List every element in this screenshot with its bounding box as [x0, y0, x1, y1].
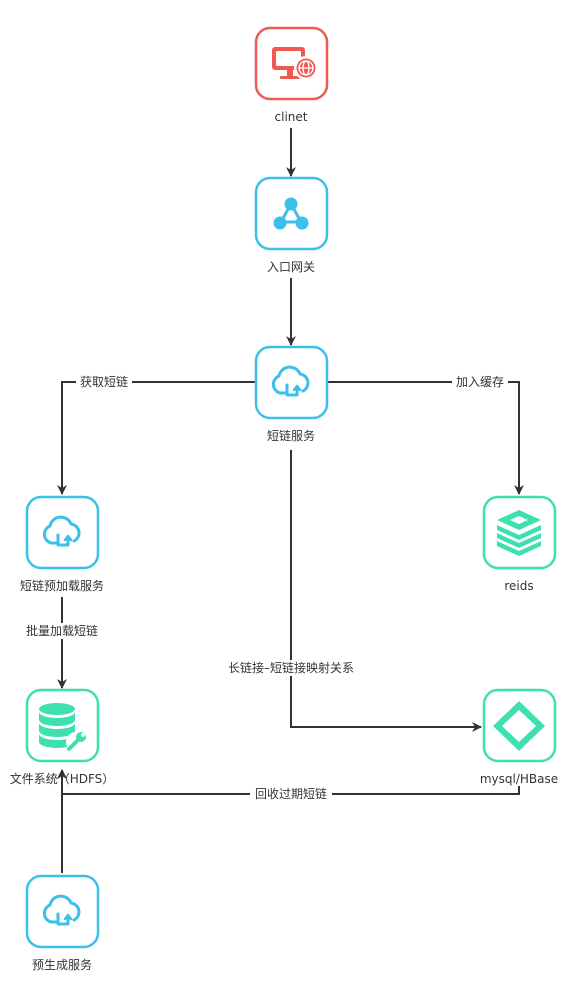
node-pregen-service[interactable]: 预生成服务 [25, 874, 100, 972]
cloud-sync-icon [271, 365, 310, 397]
node-label-database: mysql/HBase [480, 772, 558, 786]
node-client[interactable]: clinet [254, 26, 329, 124]
node-label-redis: reids [504, 579, 533, 593]
node-label-preload-service: 短链预加载服务 [20, 578, 104, 593]
node-label-gateway: 入口网关 [267, 260, 315, 274]
edge-label-add-cache: 加入缓存 [456, 375, 504, 389]
edge-label-recycle-expired: 回收过期短链 [255, 786, 327, 801]
edge-fetch-short-link [57, 381, 255, 495]
node-filesystem[interactable]: 文件系统（HDFS） [10, 688, 115, 786]
edge-label-batch-load: 批量加载短链 [26, 623, 98, 638]
edge-label-fetch-short-link: 获取短链 [80, 374, 128, 389]
node-label-client: clinet [275, 110, 308, 124]
node-label-pregen-service: 预生成服务 [32, 957, 92, 972]
edge-labels: 获取短链 加入缓存 批量加载短链 长链接–短链接映射关系 回收过期短链 [22, 374, 508, 802]
edge-mapping [290, 450, 482, 732]
cloud-sync-icon [42, 515, 81, 547]
node-short-link-service[interactable]: 短链服务 [254, 345, 329, 443]
node-label-short-link-service: 短链服务 [267, 428, 315, 443]
node-label-filesystem: 文件系统（HDFS） [10, 771, 115, 786]
node-database[interactable]: mysql/HBase [480, 688, 558, 786]
layers-stack-icon [497, 510, 541, 556]
network-nodes-icon [273, 197, 309, 230]
cloud-sync-icon [42, 894, 81, 926]
edge-label-mapping: 长链接–短链接映射关系 [228, 660, 354, 675]
node-redis[interactable]: reids [482, 495, 557, 593]
database-wrench-icon [39, 703, 86, 752]
monitor-globe-icon [272, 47, 318, 80]
node-preload-service[interactable]: 短链预加载服务 [20, 495, 104, 593]
edge-add-cache [327, 381, 524, 495]
diamond-frame-icon [493, 701, 545, 751]
node-gateway[interactable]: 入口网关 [254, 176, 329, 274]
